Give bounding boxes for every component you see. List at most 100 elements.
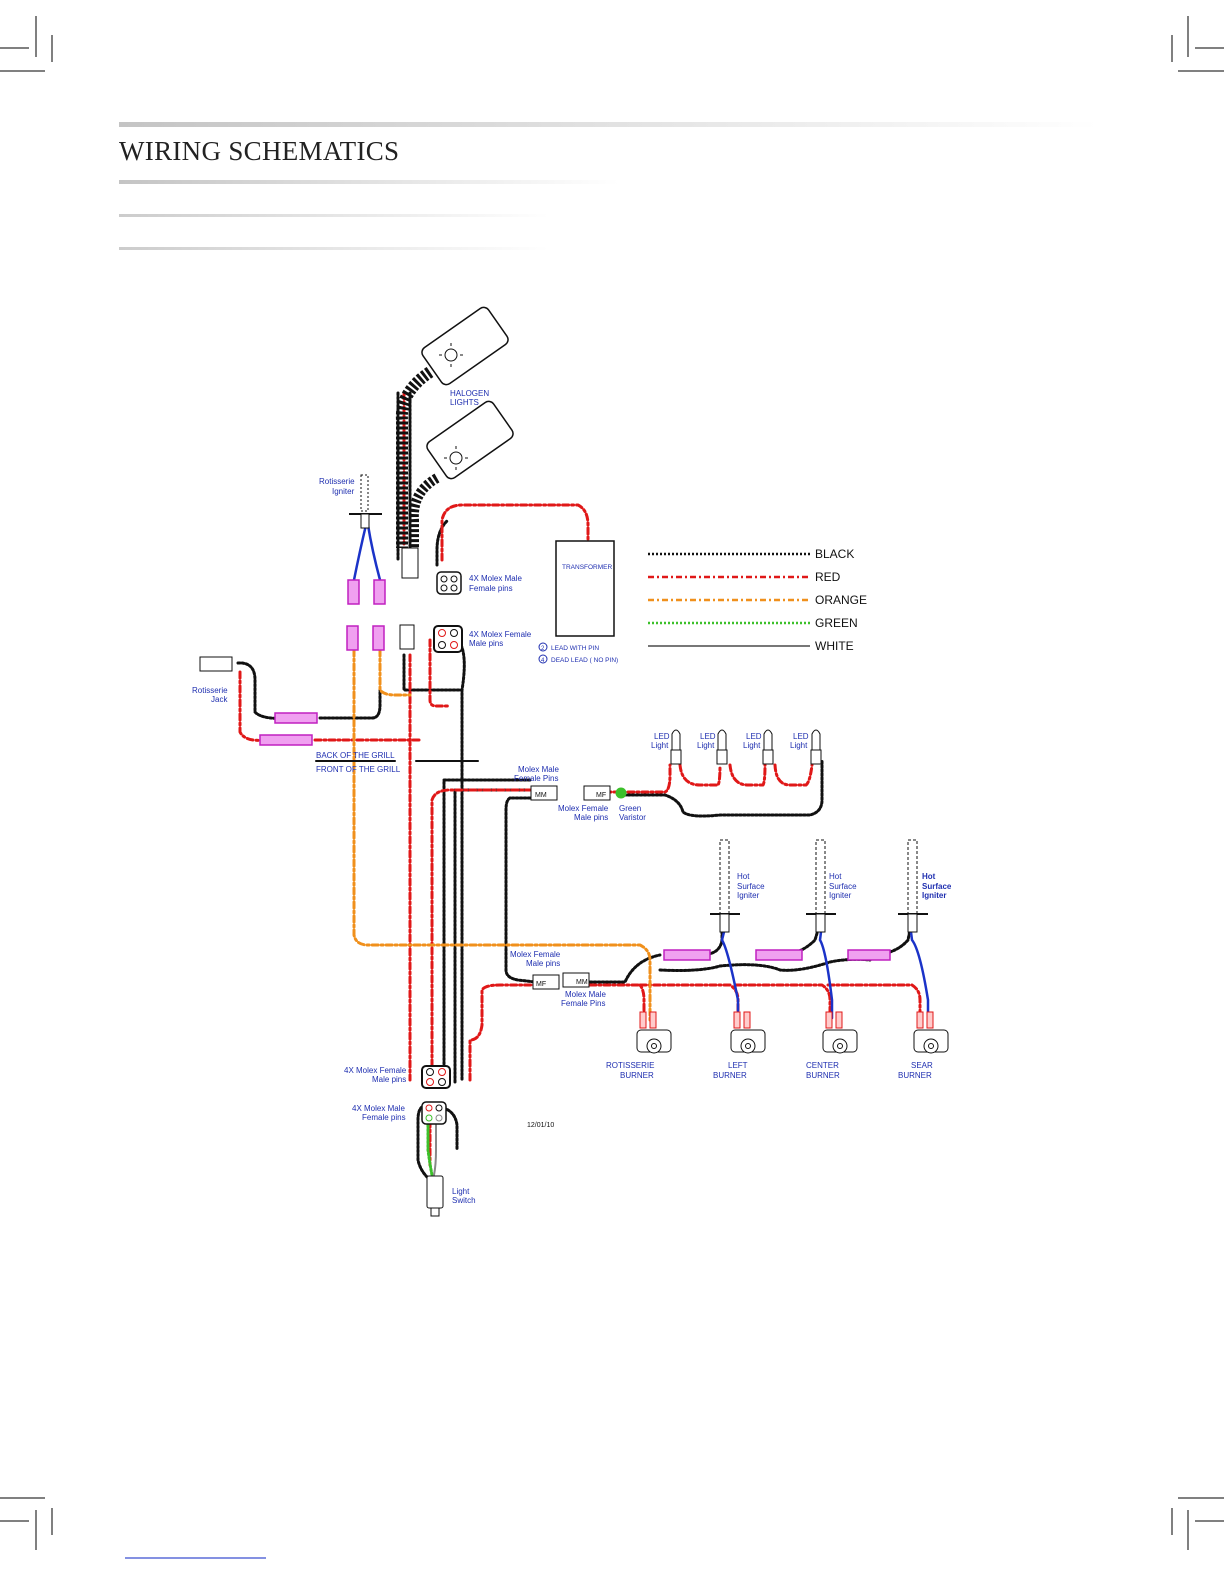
molex-male-fp-label-2: Female Pins	[514, 774, 558, 783]
molex-4x-male-top	[436, 571, 462, 595]
led-label-1a: LED	[654, 732, 670, 741]
spade-terminals	[259, 579, 891, 961]
diagram-labels: HALOGEN LIGHTS Rotisserie Igniter 4X Mol…	[192, 389, 952, 1205]
halogen-light-2	[426, 400, 514, 480]
burner-rotisserie-2: BURNER	[620, 1071, 654, 1080]
legend-label-black: BLACK	[815, 547, 854, 561]
hot-surface-1c: Igniter	[737, 891, 760, 900]
blue-wires	[352, 523, 930, 1020]
transformer	[555, 540, 615, 637]
mm-connector-bottom: MM	[562, 972, 590, 988]
light-switch	[426, 1175, 444, 1209]
wire-color-legend: BLACK RED ORANGE GREEN WHITE	[648, 547, 867, 653]
hot-surface-3c: Igniter	[922, 891, 946, 900]
hot-surface-1a: Hot	[737, 872, 750, 881]
legend-label-red: RED	[815, 570, 841, 584]
green-varistor-label-2: Varistor	[619, 813, 646, 822]
legend-label-white: WHITE	[815, 639, 854, 653]
halogen-label-1: HALOGEN	[450, 389, 489, 398]
rot-igniter-label-2: Igniter	[332, 487, 355, 496]
date-label: 12/01/10	[527, 1122, 554, 1129]
led-label-4a: LED	[793, 732, 809, 741]
molex-4x-male-bottom	[421, 1101, 447, 1125]
rotisserie-igniter-body	[360, 513, 370, 529]
halogen-bundle-2	[408, 473, 440, 548]
dead-lead-marker	[538, 654, 548, 664]
molex-female-mp-label-2: Male pins	[574, 813, 608, 822]
hot-surface-2b: Surface	[829, 882, 857, 891]
burner-sear-2: BURNER	[898, 1071, 932, 1080]
rot-jack-label-2: Jack	[211, 695, 228, 704]
svg-text:MM: MM	[576, 979, 588, 986]
dead-lead-label: DEAD LEAD ( NO PIN)	[551, 657, 618, 664]
header-rule-under-title	[119, 180, 619, 184]
hot-surface-3b: Surface	[922, 882, 952, 891]
green-wire	[426, 1123, 434, 1177]
hot-surface-3a: Hot	[922, 872, 936, 881]
hot-surface-igniters	[710, 839, 928, 933]
white-wire	[433, 1124, 437, 1176]
legend-label-green: GREEN	[815, 616, 858, 630]
led-label-4b: Light	[790, 741, 808, 750]
mf-connector-top: MF	[583, 785, 611, 801]
molex-female-mp2-label-1: Molex Female	[510, 950, 561, 959]
mm-connector-top: MM	[530, 785, 558, 801]
dead-lead-number: 4	[541, 658, 545, 664]
rotisserie-jack	[199, 656, 233, 672]
header-rule-4	[119, 247, 549, 250]
lead-pin-label: LEAD WITH PIN	[551, 645, 599, 652]
green-varistor-label-1: Green	[619, 804, 641, 813]
svg-text:MF: MF	[536, 981, 546, 988]
hot-surface-1b: Surface	[737, 882, 765, 891]
legend-label-orange: ORANGE	[815, 593, 867, 607]
lead-pin-number: 2	[541, 646, 545, 652]
header-rule-top	[119, 122, 1099, 127]
transformer-label: TRANSFORMER	[562, 564, 613, 571]
led-label-2b: Light	[697, 741, 715, 750]
red-wires	[238, 391, 922, 1167]
burner-left-2: BURNER	[713, 1071, 747, 1080]
molex-female-bottom-label-1: 4X Molex Female	[344, 1066, 407, 1075]
led-label-3a: LED	[746, 732, 762, 741]
svg-text:MM: MM	[535, 792, 547, 799]
molex-male-fp2-label-2: Female Pins	[561, 999, 605, 1008]
led-label-1b: Light	[651, 741, 669, 750]
top-plug-female	[399, 624, 415, 650]
halogen-light-1	[421, 306, 509, 386]
light-switch-stem	[430, 1207, 440, 1217]
orange-wires	[352, 648, 652, 1022]
halogen-plug	[401, 547, 419, 579]
led-label-3b: Light	[743, 741, 761, 750]
green-varistor	[615, 787, 627, 799]
rot-jack-label-1: Rotisserie	[192, 686, 228, 695]
molex-male-bottom-label-2: Female pins	[362, 1113, 406, 1122]
molex-4x-female-top	[433, 625, 463, 653]
molex-male-top-label-1: 4X Molex Male	[469, 574, 522, 583]
rotisserie-igniter	[360, 474, 369, 512]
burner-left-1: LEFT	[728, 1061, 748, 1070]
mf-connector-bottom: MF	[532, 974, 560, 990]
led-lights	[670, 729, 822, 765]
header-rule-3	[119, 214, 549, 217]
halogen-bundle-1	[395, 367, 434, 548]
lead-pin-marker	[538, 642, 548, 652]
burner-center-1: CENTER	[806, 1061, 839, 1070]
burner-valves	[636, 1029, 949, 1054]
svg-text:MF: MF	[596, 792, 606, 799]
halogen-label-2: LIGHTS	[450, 398, 479, 407]
rot-igniter-label-1: Rotisserie	[319, 477, 355, 486]
front-grill-label: FRONT OF THE GRILL	[316, 765, 401, 774]
led-label-2a: LED	[700, 732, 716, 741]
hot-surface-2a: Hot	[829, 872, 842, 881]
molex-male-fp2-label-1: Molex Male	[565, 990, 606, 999]
molex-female-top-label-1: 4X Molex Female	[469, 630, 532, 639]
molex-4x-female-bottom	[421, 1065, 451, 1089]
light-switch-label-1: Light	[452, 1187, 470, 1196]
molex-female-top-label-2: Male pins	[469, 639, 503, 648]
molex-female-mp2-label-2: Male pins	[526, 959, 560, 968]
molex-male-bottom-label-1: 4X Molex Male	[352, 1104, 405, 1113]
burner-terminals	[639, 1011, 934, 1029]
molex-female-mp-label-1: Molex Female	[558, 804, 609, 813]
hot-surface-2c: Igniter	[829, 891, 852, 900]
